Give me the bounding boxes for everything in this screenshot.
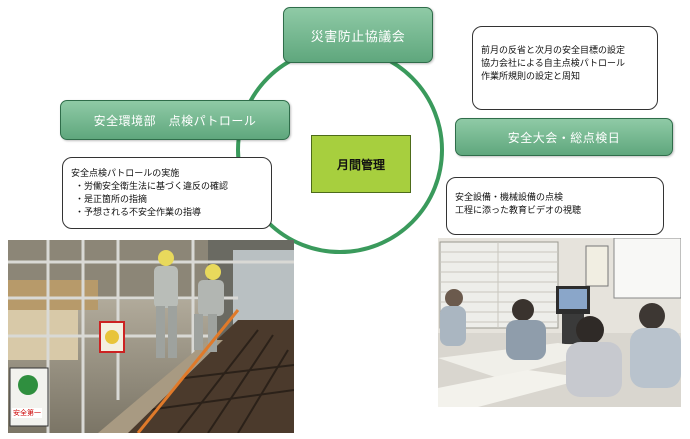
note-left: 安全点検パトロールの実施 ・労働安全衛生法に基づく違反の確認 ・是正箇所の指摘 … bbox=[62, 157, 272, 229]
photo-site-inspection: 安全第一 bbox=[8, 240, 294, 433]
note-line: 作業所規則の設定と周知 bbox=[481, 72, 581, 82]
note-line: 協力会社による自主点検パトロール bbox=[481, 59, 626, 69]
center-label: 月間管理 bbox=[336, 157, 385, 172]
safety-sign-text: 安全第一 bbox=[12, 408, 42, 418]
note-line: 安全設備・機械設備の点検 bbox=[455, 193, 564, 203]
note-line: 工程に添った教育ビデオの視聴 bbox=[455, 206, 582, 216]
cycle-item-top-label: 災害防止協議会 bbox=[310, 29, 406, 45]
note-right: 安全設備・機械設備の点検 工程に添った教育ビデオの視聴 bbox=[446, 177, 664, 235]
note-line: ・労働安全衛生法に基づく違反の確認 bbox=[75, 182, 229, 192]
cycle-item-left-label: 安全環境部 点検パトロール bbox=[93, 113, 257, 128]
cycle-item-right-label: 安全大会・総点検日 bbox=[507, 130, 621, 145]
note-top-right: 前月の反省と次月の安全目標の設定 協力会社による自主点検パトロール 作業所規則の… bbox=[472, 26, 658, 110]
note-line: ・予想される不安全作業の指導 bbox=[75, 208, 202, 218]
note-line: 安全点検パトロールの実施 bbox=[71, 169, 180, 179]
cycle-item-top: 災害防止協議会 bbox=[283, 7, 433, 63]
center-label-box: 月間管理 bbox=[311, 135, 411, 193]
cycle-item-left: 安全環境部 点検パトロール bbox=[60, 100, 290, 140]
note-line: 前月の反省と次月の安全目標の設定 bbox=[481, 46, 626, 56]
cycle-item-right: 安全大会・総点検日 bbox=[455, 118, 673, 156]
photo-training-video bbox=[438, 238, 681, 407]
note-line: ・是正箇所の指摘 bbox=[75, 195, 148, 205]
